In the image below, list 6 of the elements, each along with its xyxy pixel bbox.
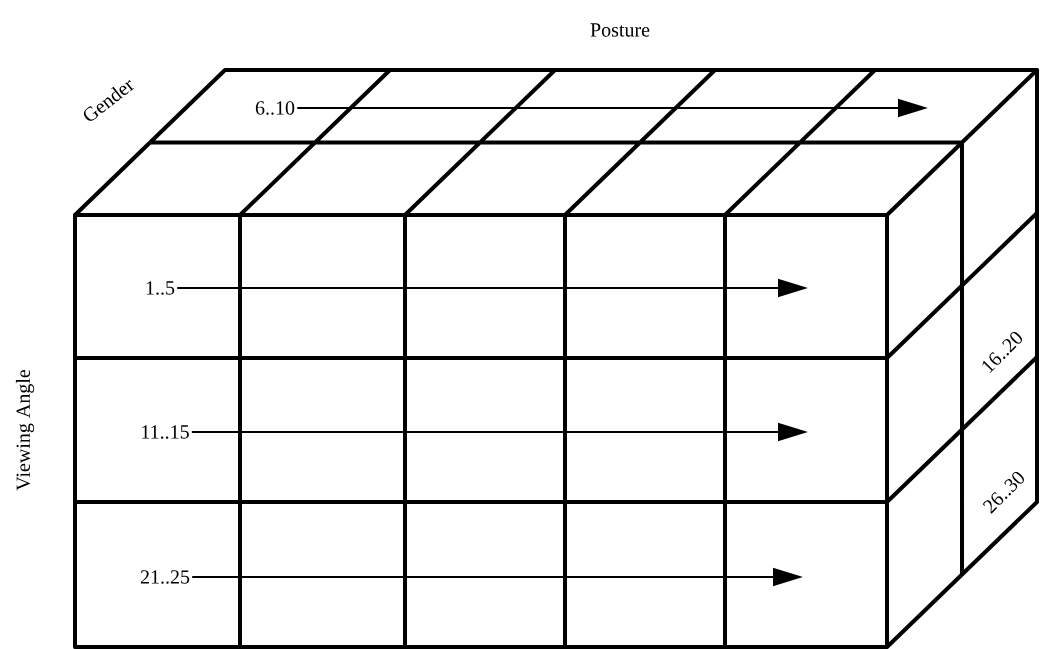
axis-label: Viewing Angle [15, 369, 35, 491]
cell-label: 21..25 [138, 568, 192, 586]
cell-label: 1..5 [143, 279, 177, 297]
axis-label: Posture [590, 23, 650, 37]
cell-label: 11..15 [138, 423, 192, 441]
cell-label: 6..10 [253, 99, 297, 117]
